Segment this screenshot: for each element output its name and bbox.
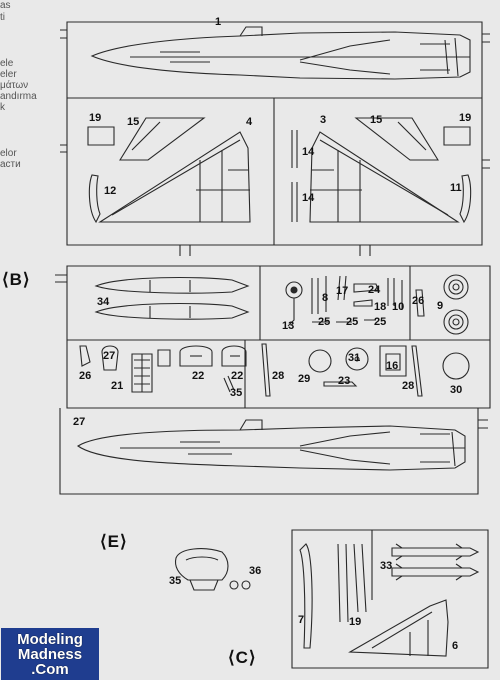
part-number: 26 xyxy=(412,295,425,307)
part-number: 17 xyxy=(336,285,349,297)
part-number: 16 xyxy=(386,360,399,372)
part-number: 22 xyxy=(192,370,205,382)
sprue-letter-c: C xyxy=(235,648,249,667)
part-number: 18 xyxy=(374,301,387,313)
part-number: 8 xyxy=(322,292,329,304)
sprue-label-b: ⟨B⟩ xyxy=(2,270,31,289)
part-number: 9 xyxy=(437,300,444,312)
part-number: 28 xyxy=(272,370,285,382)
background-text-9: асти xyxy=(0,159,21,170)
part-number: 36 xyxy=(249,565,262,577)
part-number: 19 xyxy=(459,112,472,124)
part-number: 10 xyxy=(392,301,405,313)
part-number: 25 xyxy=(374,316,387,328)
background-text-7: k xyxy=(0,102,5,113)
part-number: 19 xyxy=(349,616,362,628)
sprue-label-e: ⟨E⟩ xyxy=(100,532,128,551)
background-text-4: eler xyxy=(0,69,17,80)
part-number: 27 xyxy=(73,416,86,428)
watermark-logo: Modeling Madness .Com xyxy=(1,628,99,680)
part-number: 3 xyxy=(320,114,327,126)
part-number: 25 xyxy=(346,316,359,328)
part-number: 15 xyxy=(127,116,140,128)
part-number: 31 xyxy=(348,352,361,364)
background-text-6: andırma xyxy=(0,91,37,102)
part-number: 34 xyxy=(97,296,110,308)
part-number: 22 xyxy=(231,370,244,382)
background-text-3: ele xyxy=(0,58,14,69)
logo-line-1: Modeling xyxy=(17,630,83,648)
part-number: 33 xyxy=(380,560,393,572)
part-number: 12 xyxy=(104,185,117,197)
part-number: 7 xyxy=(298,614,305,626)
part-number: 23 xyxy=(338,375,351,387)
part-number: 4 xyxy=(246,116,253,128)
part-number: 27 xyxy=(103,350,116,362)
background-text-8: elor xyxy=(0,148,17,159)
background-text-5: μάτων xyxy=(0,80,29,91)
part-number: 26 xyxy=(79,370,92,382)
part-number: 29 xyxy=(298,373,311,385)
background-text-2: ti xyxy=(0,12,5,23)
part-number: 21 xyxy=(111,380,124,392)
part-number: 28 xyxy=(402,380,415,392)
sprue-label-c: ⟨C⟩ xyxy=(228,648,257,667)
background-text-1: as xyxy=(0,0,11,11)
part-number: 35 xyxy=(169,575,182,587)
part-number: 14 xyxy=(302,146,315,158)
part-number: 30 xyxy=(450,384,463,396)
part-number: 13 xyxy=(282,320,295,332)
part-number: 15 xyxy=(370,114,383,126)
logo-line-3: .Com xyxy=(31,660,69,678)
part-number: 24 xyxy=(368,284,381,296)
part-number: 25 xyxy=(318,316,331,328)
part-number: 6 xyxy=(452,640,459,652)
part-number: 11 xyxy=(450,182,462,194)
logo-line-2: Madness xyxy=(17,645,83,663)
part-number: 19 xyxy=(89,112,102,124)
sprue-letter-e: E xyxy=(107,532,120,551)
part-number: 1 xyxy=(215,16,222,28)
part-number: 35 xyxy=(230,387,243,399)
part-number: 14 xyxy=(302,192,315,204)
sprue-letter-b: B xyxy=(9,270,23,289)
